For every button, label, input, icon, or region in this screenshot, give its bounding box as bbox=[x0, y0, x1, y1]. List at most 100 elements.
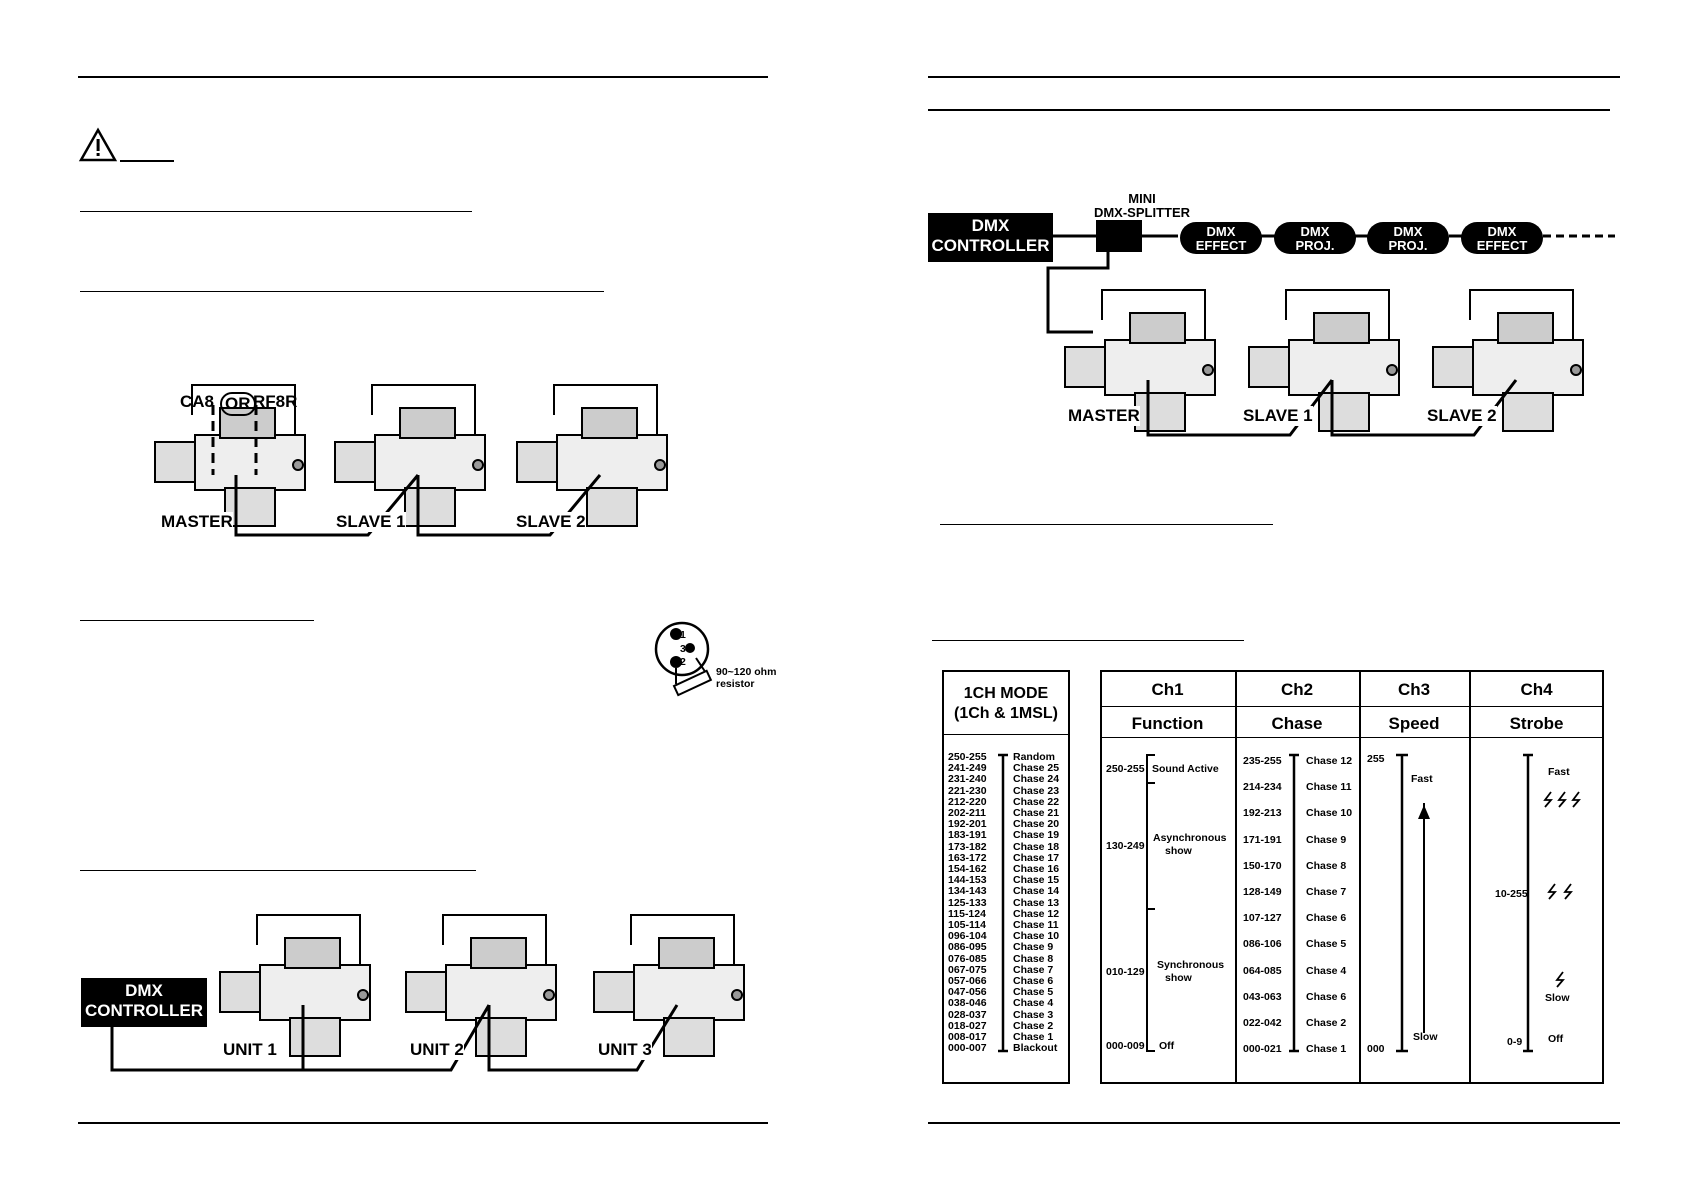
mode-row-range: 096-104 bbox=[948, 930, 987, 943]
mode-row-range: 067-075 bbox=[948, 963, 987, 976]
mode-title: 1CH MODE (1Ch & 1MSL) bbox=[954, 685, 1058, 722]
ch2-row-name: Chase 11 bbox=[1306, 781, 1352, 794]
arrow-up-icon bbox=[1418, 805, 1430, 819]
mode-table bbox=[942, 670, 1070, 1084]
xlr-pin-1: 1 bbox=[680, 629, 686, 641]
mode-row-name: Chase 15 bbox=[1013, 874, 1060, 887]
mode-row-name: Chase 5 bbox=[1013, 986, 1054, 999]
ch2-row-range: 171-191 bbox=[1243, 833, 1282, 846]
mode-row-range: 192-201 bbox=[948, 818, 987, 831]
ch2-row-name: Chase 2 bbox=[1306, 1017, 1347, 1029]
label-ca8: CA8 bbox=[180, 392, 215, 411]
ch2-row-range: 064-085 bbox=[1243, 964, 1282, 977]
ch2-row-range: 000-021 bbox=[1243, 1043, 1282, 1056]
ch2-row-name: Chase 8 bbox=[1306, 859, 1347, 872]
resistor-label-2: resistor bbox=[716, 678, 755, 690]
ch4-title: Ch4 bbox=[1520, 680, 1553, 699]
label-slave-1-right: SLAVE 1 bbox=[1243, 406, 1313, 426]
ch3-title: Ch3 bbox=[1397, 680, 1431, 699]
mode-row-range: 008-017 bbox=[948, 1031, 987, 1043]
mode-row-range: 221-230 bbox=[948, 784, 987, 797]
label-unit-1: UNIT 1 bbox=[223, 1040, 277, 1060]
mode-row-range: 183-191 bbox=[948, 829, 987, 842]
mode-row-range: 028-037 bbox=[948, 1008, 987, 1021]
mode-row-name: Chase 24 bbox=[1013, 773, 1060, 786]
ch1-title: Ch1 bbox=[1151, 680, 1184, 699]
ch4-off: Off bbox=[1548, 1033, 1564, 1045]
ch1-text-2a: Asynchronous bbox=[1153, 832, 1227, 844]
mode-row-name: Chase 17 bbox=[1013, 851, 1060, 864]
mode-row-range: 202-211 bbox=[948, 807, 986, 819]
mode-row-name: Chase 10 bbox=[1013, 930, 1060, 943]
channel-table bbox=[1100, 670, 1604, 1084]
label-master-right: MASTER bbox=[1068, 406, 1140, 426]
mode-row-range: 047-056 bbox=[948, 986, 987, 999]
mode-row-range: 173-182 bbox=[948, 840, 987, 853]
controller-cable-left bbox=[110, 1026, 305, 1072]
mode-row-name: Chase 2 bbox=[1013, 1019, 1054, 1032]
mode-row-name: Chase 22 bbox=[1013, 795, 1060, 808]
mode-row-name: Chase 23 bbox=[1013, 784, 1060, 797]
label-unit-2: UNIT 2 bbox=[410, 1040, 464, 1060]
ch4-slow: Slow bbox=[1545, 992, 1570, 1004]
mode-row-range: 086-095 bbox=[948, 941, 987, 954]
mode-row-name: Random bbox=[1013, 751, 1055, 763]
ch3-fast: Fast bbox=[1411, 773, 1433, 785]
fixture-chain-diagram-3 bbox=[1064, 289, 1584, 437]
lightning-icon-single bbox=[1555, 971, 1565, 988]
ch4-scale bbox=[1523, 753, 1533, 1053]
ch3-top: 255 bbox=[1367, 753, 1385, 765]
lightning-icon-triple bbox=[1543, 791, 1581, 808]
ch2-row-name: Chase 6 bbox=[1306, 990, 1347, 1003]
xlr-pin-3: 3 bbox=[680, 643, 686, 655]
ch2-row-range: 128-149 bbox=[1243, 886, 1282, 898]
ch2-row-range: 043-063 bbox=[1243, 990, 1282, 1003]
fixture-chain-diagram-2 bbox=[219, 914, 745, 1072]
ch2-row-range: 235-255 bbox=[1243, 755, 1282, 767]
ch2-row-range: 214-234 bbox=[1243, 781, 1282, 794]
ch1-text-4: Off bbox=[1159, 1040, 1175, 1052]
ch2-row-range: 150-170 bbox=[1243, 859, 1282, 872]
ch1-range-2: 130-249 bbox=[1106, 840, 1145, 852]
mode-row-range: 163-172 bbox=[948, 851, 987, 864]
dmx-controller-box-left: DMX CONTROLLER bbox=[81, 978, 207, 1027]
label-slave-2: SLAVE 2 bbox=[516, 512, 586, 532]
mode-row-name: Chase 18 bbox=[1013, 840, 1060, 853]
mode-row-range: 115-124 bbox=[948, 907, 986, 920]
mode-row-range: 154-162 bbox=[948, 863, 987, 875]
fixture-chain-diagram-1 bbox=[154, 384, 668, 537]
ch2-row-name: Chase 1 bbox=[1306, 1043, 1347, 1056]
mode-row-name: Chase 3 bbox=[1013, 1008, 1054, 1021]
mode-row-range: 000-007 bbox=[948, 1042, 987, 1055]
mode-row-name: Chase 9 bbox=[1013, 941, 1054, 954]
ch4-fast: Fast bbox=[1548, 766, 1570, 778]
ch1-text-3a: Synchronous bbox=[1157, 959, 1225, 971]
mini-dmx-splitter-box bbox=[1096, 220, 1142, 252]
ch1-range-4: 000-009 bbox=[1106, 1040, 1145, 1052]
ch2-bracket bbox=[1289, 753, 1299, 1053]
ch1-text-3b: show bbox=[1165, 972, 1192, 984]
ch2-row-name: Chase 4 bbox=[1306, 964, 1347, 977]
ch2-row-name: Chase 9 bbox=[1306, 833, 1347, 846]
ch2-row-name: Chase 5 bbox=[1306, 938, 1347, 951]
ch1-range-1: 250-255 bbox=[1106, 763, 1145, 775]
mode-row-range: 212-220 bbox=[948, 795, 987, 808]
ch2-row-range: 192-213 bbox=[1243, 807, 1282, 820]
splitter-label: MINI DMX-SPLITTER bbox=[1093, 191, 1191, 220]
ch2-row-name: Chase 6 bbox=[1306, 912, 1347, 925]
mode-row-name: Chase 16 bbox=[1013, 863, 1060, 875]
mode-row-name: Blackout bbox=[1013, 1042, 1058, 1055]
mode-row-range: 231-240 bbox=[948, 773, 987, 786]
mode-row-name: Chase 20 bbox=[1013, 818, 1060, 831]
label-master: MASTER bbox=[161, 512, 233, 532]
mode-bracket bbox=[998, 753, 1008, 1053]
mode-row-range: 057-066 bbox=[948, 975, 987, 987]
ch2-title: Ch2 bbox=[1280, 680, 1314, 699]
ch2-row-name: Chase 12 bbox=[1306, 755, 1353, 767]
ch1-range-3: 010-129 bbox=[1106, 966, 1145, 978]
mode-row-range: 250-255 bbox=[948, 751, 987, 763]
mode-row-name: Chase 12 bbox=[1013, 907, 1060, 920]
